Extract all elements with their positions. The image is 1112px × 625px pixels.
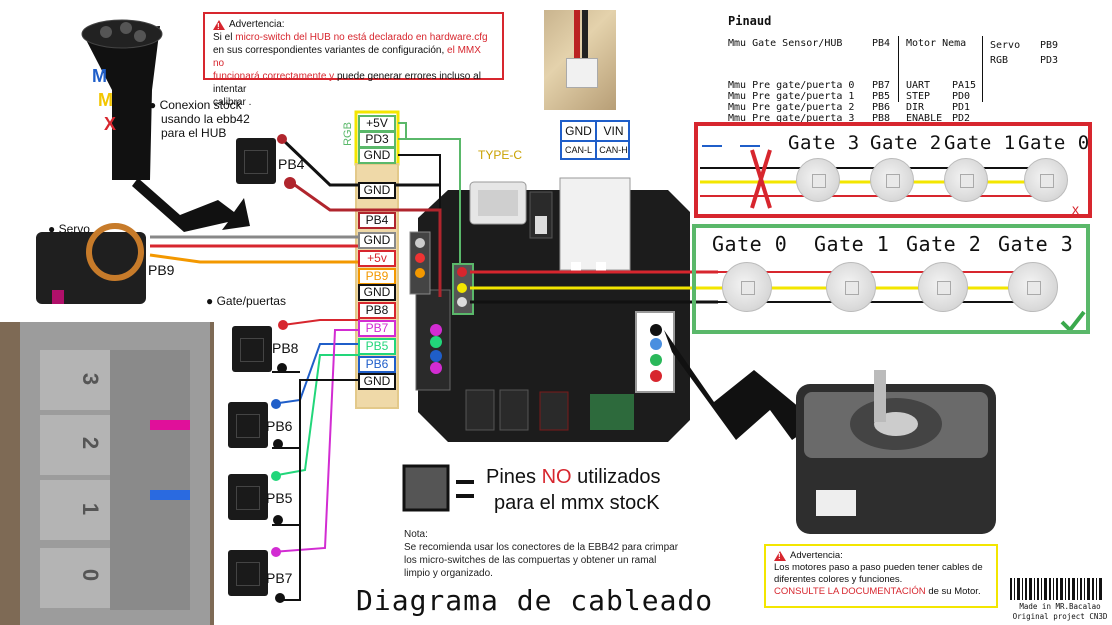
led [1024,158,1068,202]
warning-motor: Advertencia: Los motores paso a paso pue… [764,544,998,608]
pin-5v: +5V [358,115,396,132]
led [1008,262,1058,312]
hub-note: ● Conexion stock usando la ebb42 para el… [149,98,250,140]
warning-icon [774,551,786,563]
correct-gate-label: Gate 3 [998,232,1074,256]
rgb-pin: PD3 [1040,55,1059,66]
correct-gate-label: Gate 1 [814,232,890,256]
correct-gate-box [692,224,1090,334]
pin-gnd: GND [358,232,396,249]
wrong-gate-label: Gate 0 [1018,132,1090,154]
pin-pb7: PB7 [358,320,396,337]
pin-pd3: PD3 [358,131,396,148]
pin-pb6: PB6 [358,356,396,373]
pin-gnd: GND [358,284,396,301]
wrong-gate-label: Gate 3 [788,132,860,154]
led [796,158,840,202]
hub-row: Mmu Gate Sensor/HUB [728,38,843,49]
page-title: Diagrama de cableado [356,584,714,617]
arrow-to-hub-switch [132,178,250,232]
led [944,158,988,202]
pin-pb5: PB5 [358,338,396,355]
wrong-gate-box [694,122,1092,218]
pb4-label: PB4 [278,156,305,172]
pb6-label: PB6 [266,418,293,434]
divider [982,36,983,102]
pin-pb8: PB8 [358,302,396,319]
servo-row: Servo [990,40,1021,51]
warning-icon [213,19,225,33]
led [918,262,968,312]
pb9-label: PB9 [148,262,175,278]
gate-switch-3 [232,326,272,372]
divider [898,36,899,102]
warning-title: Advertencia: [229,19,285,30]
motor-heading: Motor Nema [906,38,967,49]
wrong-mark: x [1072,201,1079,217]
warning-text: Si el micro-switch del HUB no está decla… [213,32,488,108]
pin-pb9: PB9 [358,268,396,285]
pb5-label: PB5 [266,490,293,506]
led [722,262,772,312]
connector-photo [544,10,616,110]
pin-pb4: PB4 [358,212,396,229]
pin-5v: +5v [358,250,396,267]
warning-hub: Advertencia: Si el micro-switch del HUB … [203,12,504,108]
note: Nota: Se recomienda usar los conectores … [404,529,679,579]
mmx-letters: M M X [92,66,117,134]
photo-num: 3 [78,372,104,386]
credit: Made in MR.Bacalao Original project CN3D [1012,602,1108,621]
pb7-label: PB7 [266,570,293,586]
mmx-logo [82,26,160,180]
hub-switch [236,138,276,184]
arrow-to-stepper [664,330,836,440]
correct-gate-label: Gate 2 [906,232,982,256]
gate-switch-2 [228,402,268,448]
photo-num: 1 [78,502,104,516]
can-labels: GND VIN CAN-L CAN-H [560,120,630,160]
photo-num: 0 [78,568,104,582]
servo-pin: PB9 [1040,40,1059,51]
pb8-label: PB8 [272,340,299,356]
rgb-row: RGB [990,55,1009,66]
gates-label: ● Gate/puertas [206,294,286,308]
gate-switch-0 [228,550,268,596]
gate-switch-1 [228,474,268,520]
pin-gnd: GND [358,373,396,390]
hub-pin: PB4 [872,38,891,49]
led [826,262,876,312]
photo-num: 2 [78,436,104,450]
pinout-heading: Pinaud [728,14,772,28]
correct-gate-label: Gate 0 [712,232,788,256]
pin-gnd: GND [358,182,396,199]
servo-label: ● Servo [48,222,90,236]
legend-box [402,464,450,512]
can-connector [559,177,631,271]
led [870,158,914,202]
wrong-gate-label: Gate 1 [944,132,1016,154]
rgb-label: RGB [341,122,354,146]
barcode [1010,578,1102,600]
wrong-gate-label: Gate 2 [870,132,942,154]
legend-text: Pines NO utilizados para el mmx stocK [486,466,661,514]
pin-gnd: GND [358,147,396,164]
typec-label: TYPE-C [478,148,523,162]
